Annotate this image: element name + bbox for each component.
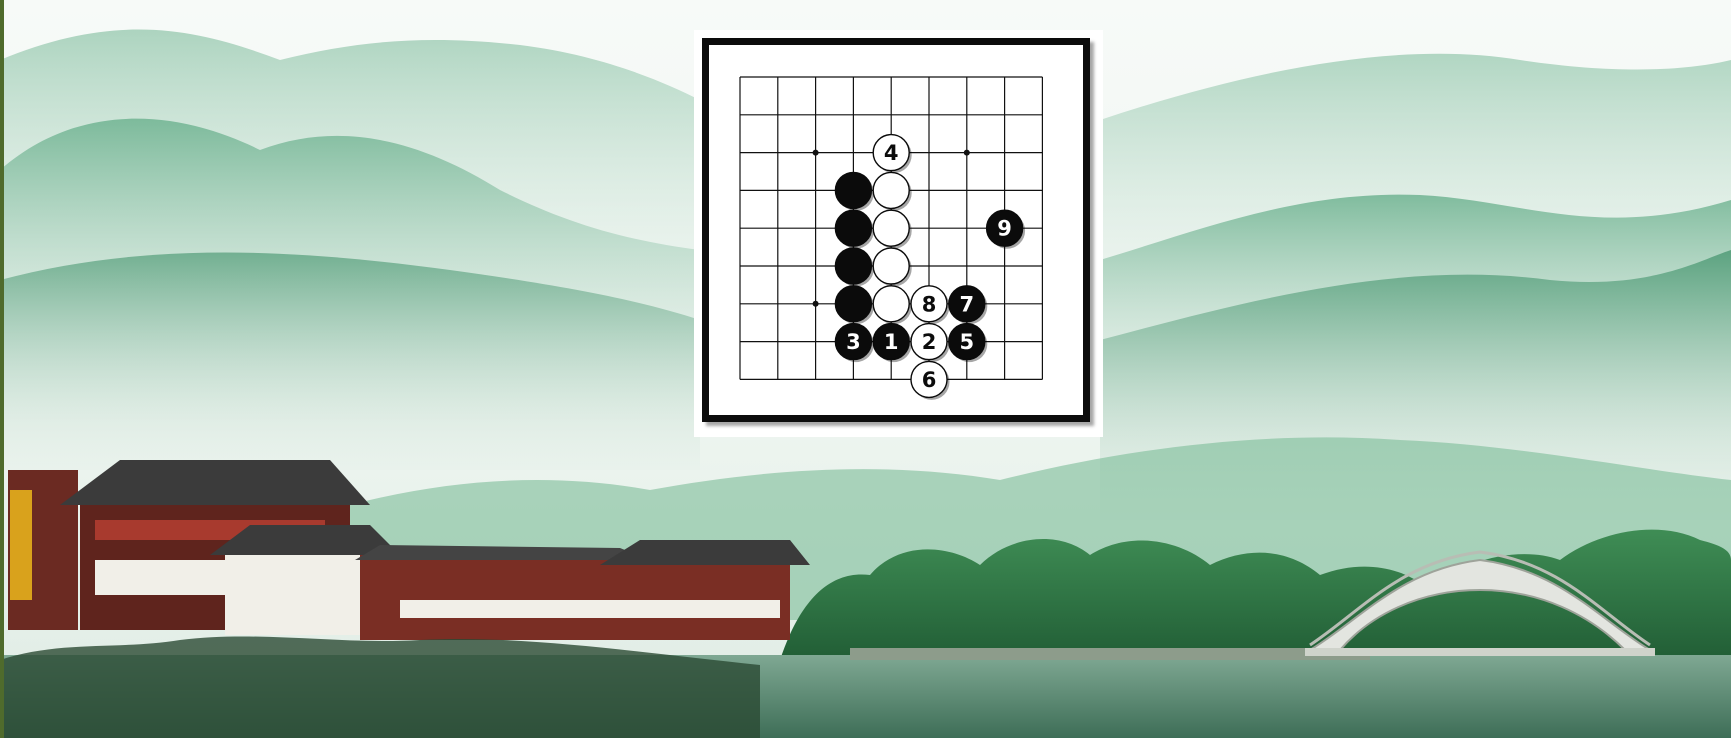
- black-stone-1: 1: [873, 324, 912, 363]
- move-number: 1: [884, 330, 899, 354]
- white-stone: [873, 248, 912, 287]
- stone-disc: [873, 248, 909, 284]
- white-stone-8: 8: [911, 286, 950, 325]
- white-stone: [873, 286, 912, 325]
- white-stone-6: 6: [911, 361, 950, 400]
- stone-disc: [873, 210, 909, 246]
- move-number: 5: [959, 330, 974, 354]
- white-stone: [873, 210, 912, 249]
- stone-disc: [835, 172, 871, 208]
- move-number: 8: [922, 292, 937, 316]
- black-stone-9: 9: [987, 210, 1026, 249]
- black-stone-3: 3: [835, 324, 874, 363]
- stone-disc: [835, 248, 871, 284]
- stone-disc: [873, 286, 909, 322]
- move-number: 9: [997, 217, 1012, 241]
- move-number: 4: [884, 141, 899, 165]
- black-stone: [835, 210, 874, 249]
- black-stone-5: 5: [949, 324, 988, 363]
- black-stone-7: 7: [949, 286, 988, 325]
- stone-disc: [835, 210, 871, 246]
- move-number: 6: [922, 368, 937, 392]
- white-stone-2: 2: [911, 324, 950, 363]
- star-point: [813, 150, 819, 156]
- black-stone: [835, 286, 874, 325]
- white-stone-4: 4: [873, 135, 912, 174]
- move-number: 2: [922, 330, 937, 354]
- move-number: 3: [846, 330, 861, 354]
- stone-disc: [835, 286, 871, 322]
- move-number: 7: [959, 292, 974, 316]
- star-point: [813, 301, 819, 307]
- lake-shore: [850, 648, 1370, 660]
- black-stone: [835, 248, 874, 287]
- stone-disc: [873, 172, 909, 208]
- white-stone: [873, 172, 912, 211]
- star-point: [964, 150, 970, 156]
- black-stone: [835, 172, 874, 211]
